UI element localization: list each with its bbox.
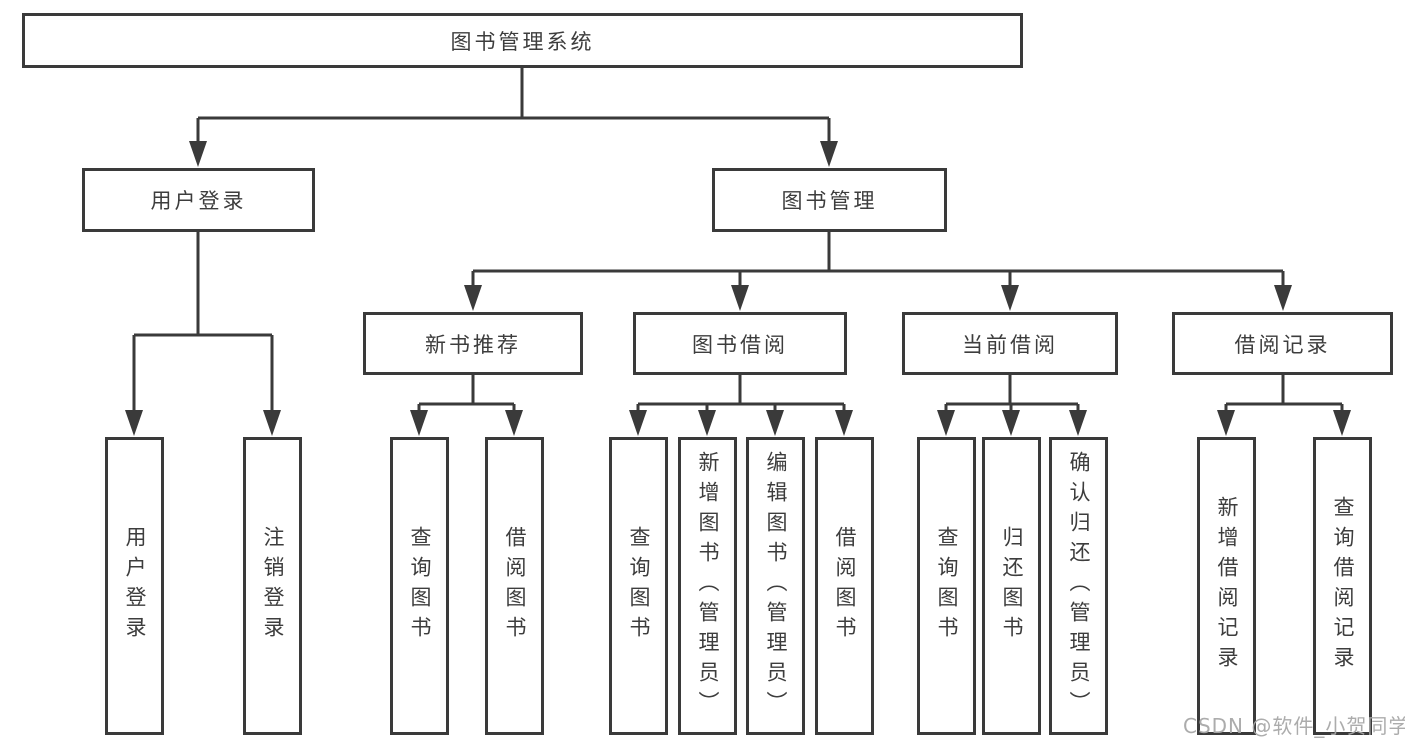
leaf-records-query-record: 查询借阅记录 — [1313, 437, 1372, 735]
node-current-borrow-label: 当前借阅 — [962, 332, 1058, 357]
leaf-current-query-books-label: 查询图书 — [935, 526, 960, 646]
node-borrow-records: 借阅记录 — [1172, 312, 1393, 375]
leaf-logout-login: 注销登录 — [243, 437, 302, 735]
node-book-borrow: 图书借阅 — [633, 312, 847, 375]
leaf-borrow-add-books-admin-label: 新增图书（管理员） — [696, 451, 721, 721]
node-root-label: 图书管理系统 — [450, 29, 595, 54]
node-borrow-records-label: 借阅记录 — [1234, 332, 1331, 357]
leaf-current-query-books: 查询图书 — [917, 437, 976, 735]
edge-records-to-leaves — [1224, 375, 1344, 412]
node-book-management-label: 图书管理 — [781, 189, 878, 213]
node-user-login: 用户登录 — [82, 168, 315, 232]
node-book-management: 图书管理 — [712, 168, 947, 232]
leaf-logout-login-label: 注销登录 — [261, 526, 286, 646]
leaf-newbook-borrow-books-label: 借阅图书 — [503, 526, 528, 646]
leaf-user-login-label: 用户登录 — [123, 526, 148, 646]
node-book-borrow-label: 图书借阅 — [692, 332, 788, 357]
csdn-watermark: CSDN @软件_小贺同学 — [1183, 714, 1405, 738]
edge-userlogin-to-leaves — [132, 232, 274, 412]
leaf-user-login: 用户登录 — [105, 437, 164, 735]
node-current-borrow: 当前借阅 — [902, 312, 1118, 375]
leaf-current-confirm-return-admin: 确认归还（管理员） — [1049, 437, 1108, 735]
leaf-borrow-add-books-admin: 新增图书（管理员） — [678, 437, 737, 735]
node-root: 图书管理系统 — [22, 13, 1023, 68]
node-new-book-recommend-label: 新书推荐 — [425, 332, 521, 357]
node-user-login-label: 用户登录 — [150, 189, 247, 213]
leaf-newbook-query-books: 查询图书 — [390, 437, 449, 735]
leaf-current-return-books: 归还图书 — [982, 437, 1041, 735]
node-new-book-recommend: 新书推荐 — [363, 312, 583, 375]
leaf-current-return-books-label: 归还图书 — [1000, 526, 1025, 646]
leaf-borrow-edit-books-admin-label: 编辑图书（管理员） — [764, 451, 789, 721]
leaf-newbook-query-books-label: 查询图书 — [408, 526, 433, 646]
edge-root-to-level2 — [196, 68, 831, 142]
leaf-current-confirm-return-admin-label: 确认归还（管理员） — [1067, 451, 1092, 721]
leaf-borrow-borrow-books: 借阅图书 — [815, 437, 874, 735]
edge-borrow-to-leaves — [636, 375, 846, 412]
leaf-borrow-query-books: 查询图书 — [609, 437, 668, 735]
leaf-records-add-record-label: 新增借阅记录 — [1215, 496, 1240, 676]
leaf-borrow-borrow-books-label: 借阅图书 — [833, 526, 858, 646]
edge-current-to-leaves — [944, 375, 1080, 412]
leaf-borrow-query-books-label: 查询图书 — [627, 526, 652, 646]
leaf-records-query-record-label: 查询借阅记录 — [1331, 496, 1356, 676]
leaf-records-add-record: 新增借阅记录 — [1197, 437, 1256, 735]
leaf-newbook-borrow-books: 借阅图书 — [485, 437, 544, 735]
leaf-borrow-edit-books-admin: 编辑图书（管理员） — [746, 437, 805, 735]
edge-bookmgmt-to-level3 — [471, 232, 1285, 287]
edge-newbook-to-leaves — [417, 375, 516, 412]
